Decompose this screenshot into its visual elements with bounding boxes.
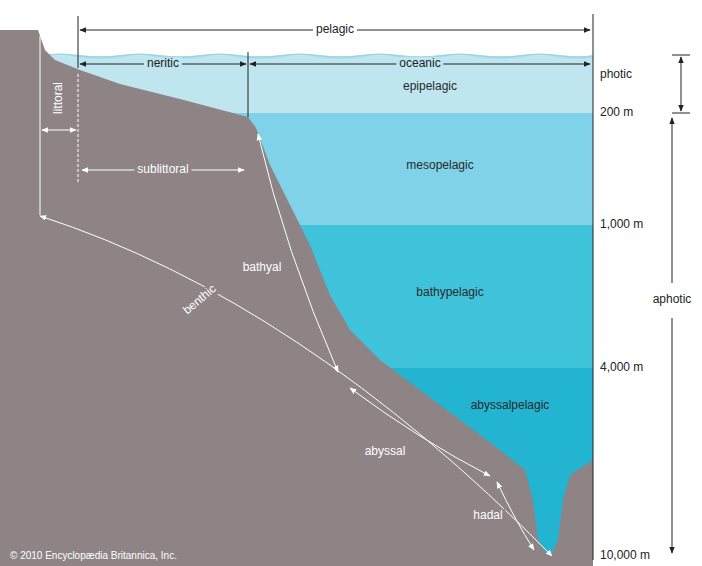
depth-mark: 10,000 m	[600, 549, 650, 563]
bathypelagic-zone: bathypelagic	[340, 277, 560, 307]
zone-name: mesopelagic	[406, 158, 473, 172]
mesopelagic-zone: mesopelagic	[320, 150, 560, 180]
scale-tick	[672, 113, 690, 114]
copyright-note: © 2010 Encyclopædia Britannica, Inc.	[10, 550, 177, 562]
benthic-zone: abyssal	[362, 445, 409, 459]
depth-mark: 4,000 m	[600, 361, 643, 375]
zone-name: bathypelagic	[416, 285, 483, 299]
benthic-zone: sublittoral	[134, 163, 191, 177]
zone-heading: oceanic	[396, 57, 443, 71]
zone-name: epipelagic	[403, 79, 457, 93]
abyssal-arrow	[350, 388, 490, 476]
boundary-tick	[78, 16, 79, 68]
boundary-line	[593, 14, 594, 560]
sea-surface	[40, 55, 593, 58]
benthic-zone: bathyal	[240, 261, 285, 275]
light-zone: aphotic	[653, 293, 692, 307]
epipelagic-zone: epipelagic	[300, 72, 560, 100]
sublittoral-bound	[78, 74, 79, 182]
boundary-tick	[248, 52, 249, 117]
depth-mark: 1,000 m	[600, 218, 643, 232]
aphotic-arrow	[672, 118, 673, 283]
benthic-zone: hadal	[470, 509, 505, 523]
zone-heading: pelagic	[313, 23, 357, 37]
aphotic-arrow	[672, 318, 673, 553]
depth-mark: 200 m	[600, 106, 633, 120]
benthic-arrow	[40, 216, 552, 556]
bathyal-arrow	[258, 134, 338, 372]
sea-floor	[0, 30, 593, 566]
photic-arrow	[681, 57, 682, 111]
scale-tick	[672, 55, 690, 56]
littoral-bound	[40, 36, 41, 215]
zone-name: abyssalpelagic	[471, 398, 550, 412]
light-zone: photic	[600, 68, 632, 82]
abyssalpelagic-zone: abyssalpelagic	[450, 390, 570, 420]
benthic-zone: littoral	[52, 79, 66, 117]
littoral-arrow	[42, 130, 76, 131]
zone-heading: neritic	[144, 57, 182, 71]
